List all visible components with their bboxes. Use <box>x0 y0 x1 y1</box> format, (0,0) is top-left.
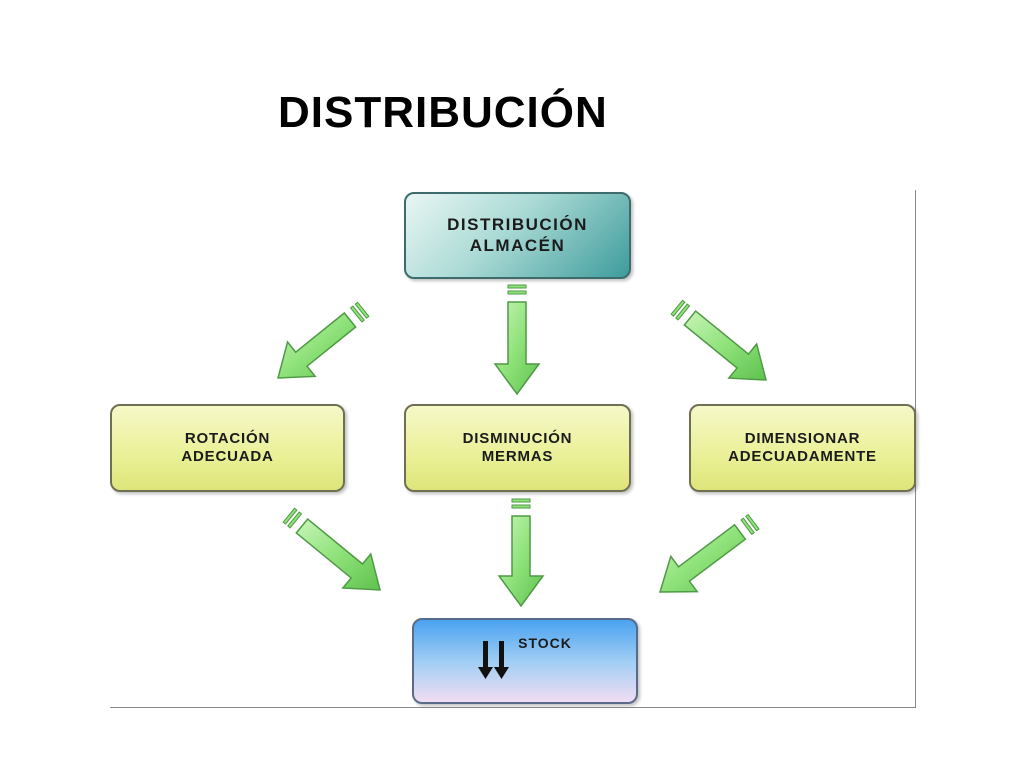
arrow-right-to-stock <box>658 513 760 593</box>
node-label-line2: ADECUADAMENTE <box>728 448 877 465</box>
node-label-line2: ADECUADA <box>181 448 274 465</box>
node-stock: STOCK <box>412 618 638 704</box>
node-dimensionar-adecuadamente: DIMENSIONAR ADECUADAMENTE <box>689 404 916 492</box>
node-label-line1: DIMENSIONAR <box>744 430 861 448</box>
page-title: DISTRIBUCIÓN <box>278 88 608 137</box>
arrow-body <box>493 301 541 396</box>
arrow-tail-stripe <box>745 513 760 532</box>
arrow-tail-stripe <box>507 290 527 295</box>
node-label-line1: DISMINUCIÓN <box>462 430 573 448</box>
arrow-body <box>683 309 767 381</box>
arrow-tail-stripe <box>507 284 527 289</box>
arrow-tail-stripe <box>354 301 370 319</box>
arrow-body <box>295 517 381 591</box>
arrow-tail-stripe <box>670 299 686 317</box>
arrow-top-to-right <box>670 299 767 381</box>
node-label-line2: MERMAS <box>481 448 554 465</box>
arrow-tail-stripe <box>511 498 531 503</box>
node-rotacion-adecuada: ROTACIÓN ADECUADA <box>110 404 345 492</box>
arrow-body <box>658 523 747 593</box>
arrow-tail-stripe <box>675 303 691 321</box>
node-label-line2: ALMACÉN <box>469 235 566 255</box>
double-down-arrow-icon <box>478 641 510 679</box>
arrow-body <box>497 515 545 608</box>
arrow-body <box>277 311 357 379</box>
arrow-tail-stripe <box>349 305 365 323</box>
arrow-tail-stripe <box>287 511 303 529</box>
arrow-tail-stripe <box>740 517 755 536</box>
arrow-top-to-left <box>277 301 370 379</box>
node-label-line1: DISTRIBUCIÓN <box>447 215 588 235</box>
arrow-center-to-stock <box>497 498 545 608</box>
stock-label: STOCK <box>518 635 572 651</box>
arrow-tail-stripe <box>511 504 531 509</box>
arrow-left-to-stock <box>282 507 381 591</box>
node-distribucion-almacen: DISTRIBUCIÓN ALMACÉN <box>404 192 631 279</box>
arrow-tail-stripe <box>282 507 298 525</box>
node-label-line1: ROTACIÓN <box>184 430 271 448</box>
node-disminucion-mermas: DISMINUCIÓN MERMAS <box>404 404 631 492</box>
arrow-top-to-center <box>493 284 541 396</box>
